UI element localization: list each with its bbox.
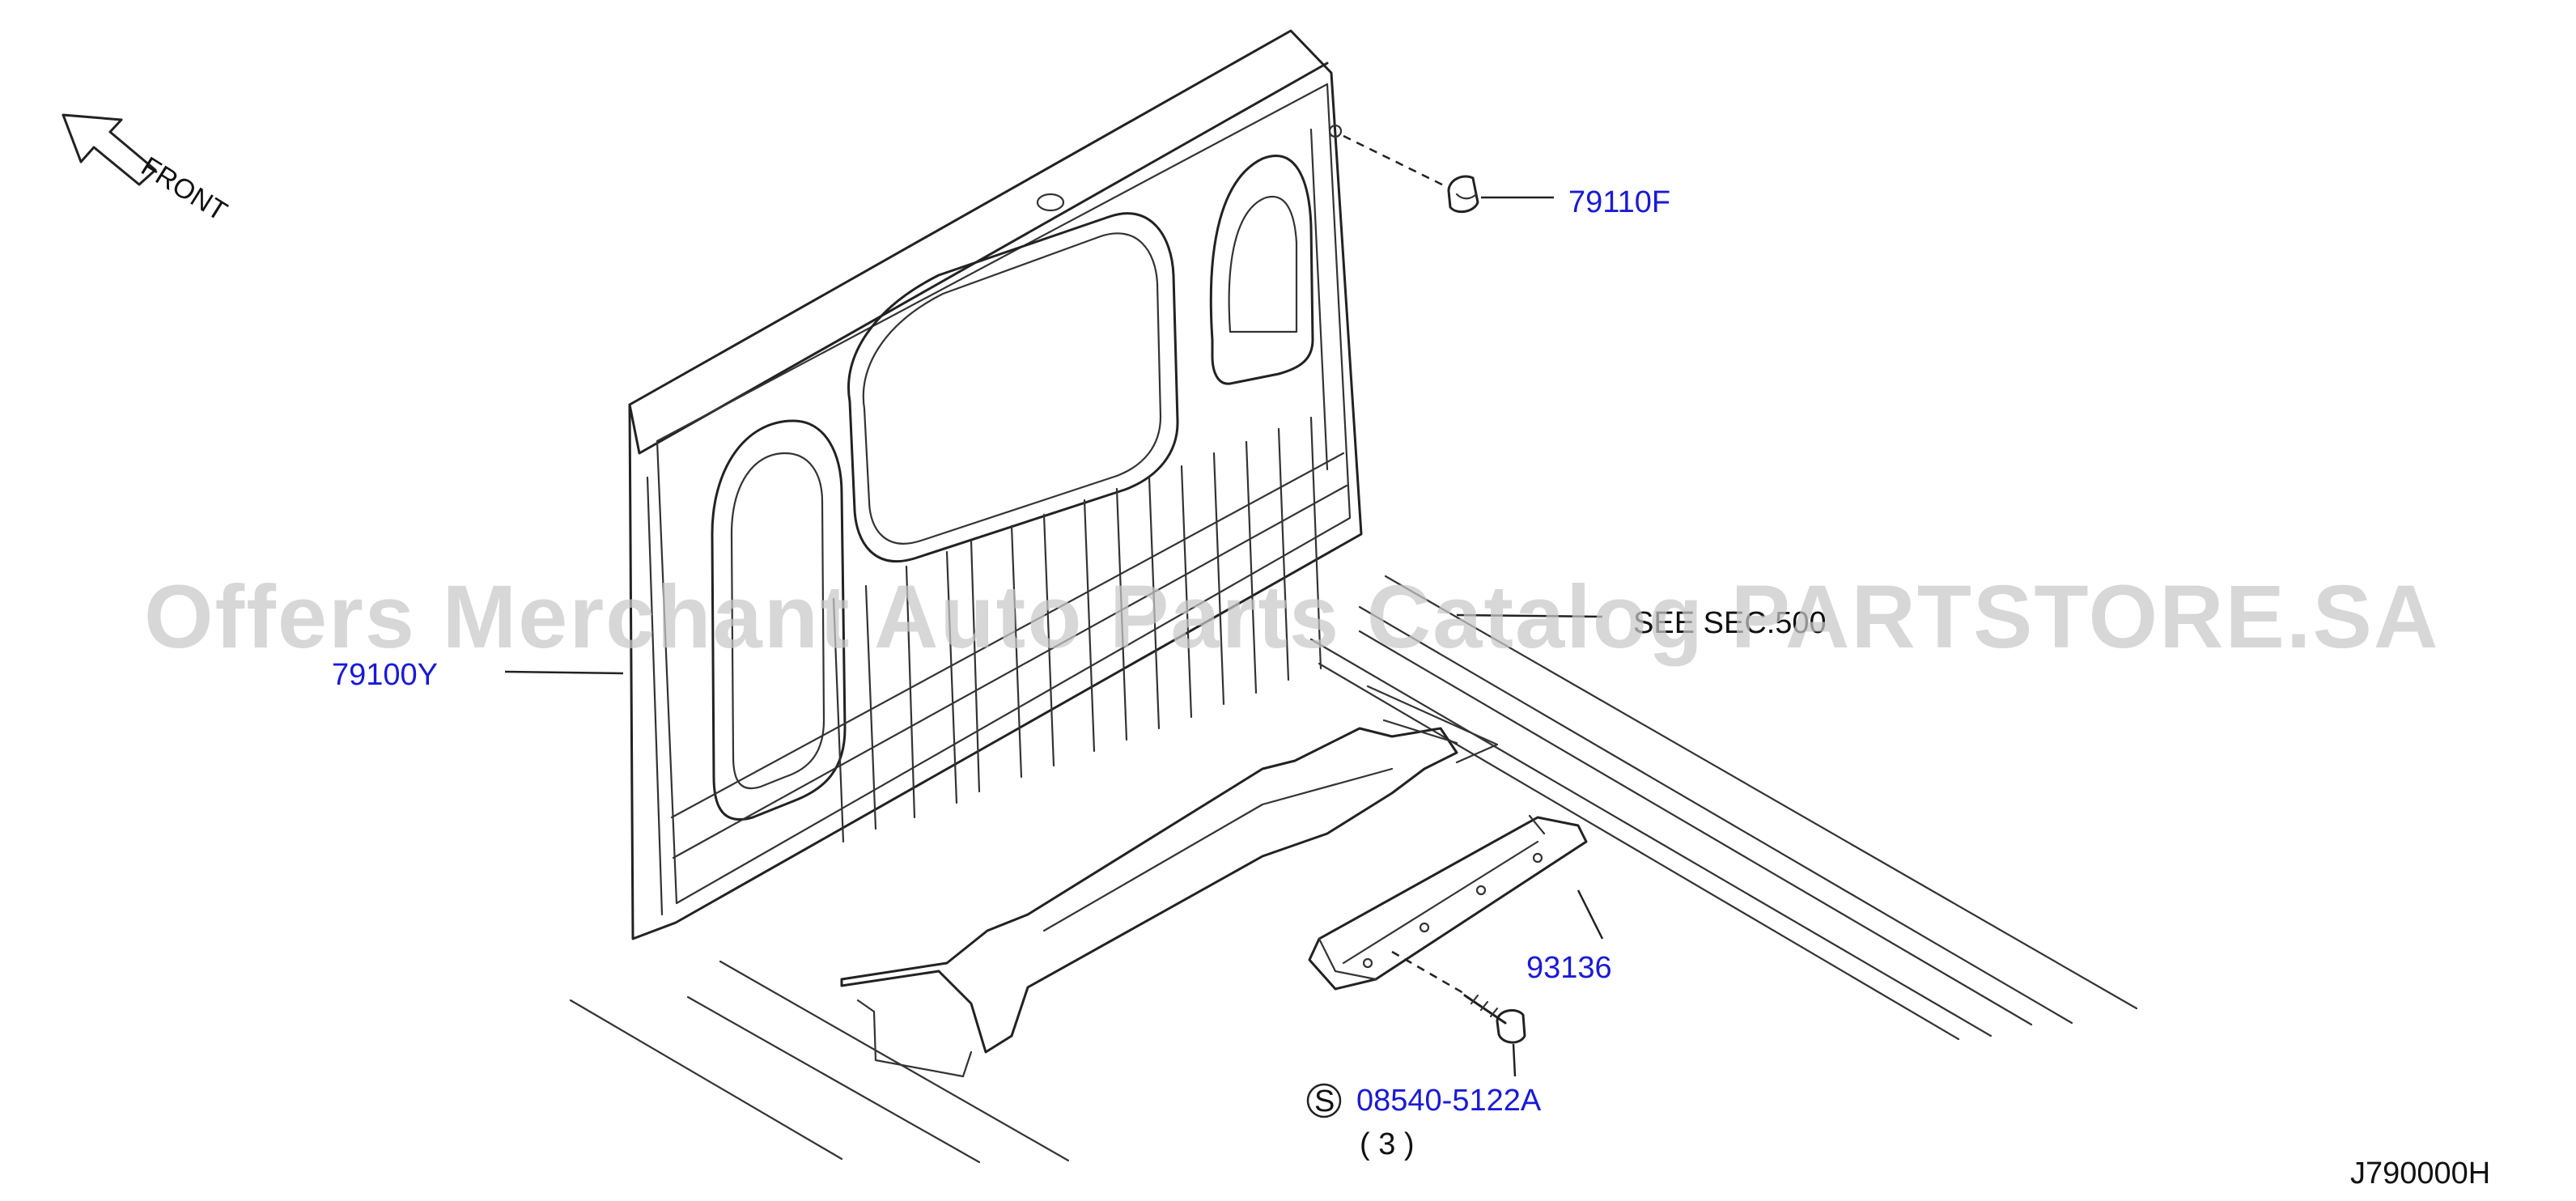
standard-part-symbol-icon [1306, 1083, 1342, 1118]
bed-floor-lines [569, 575, 2138, 1164]
standard-part-symbol: S [1314, 1084, 1335, 1118]
bracket-drawing [1308, 814, 1588, 991]
bolt-quantity: ( 3 ) [1360, 1127, 1415, 1161]
diagram-code: J790000H [2350, 1156, 2490, 1190]
leader-panel [504, 670, 624, 675]
leader-see-section [1456, 613, 1603, 618]
back-panel-drawing [628, 29, 1363, 940]
clip-icon [1447, 175, 1479, 214]
leader-bolt [1512, 1043, 1517, 1077]
part-79110F-link[interactable]: 79110F [1568, 185, 1670, 219]
watermark: Offers Merchant Auto Parts Catalog PARTS… [144, 567, 2439, 667]
front-arrow-icon [62, 113, 157, 186]
leader-bracket [1577, 889, 1604, 940]
part-08540-5122A-link[interactable]: 08540-5122A [1356, 1084, 1542, 1118]
bolt-icon [1463, 994, 1526, 1044]
panel-ribs [832, 416, 1322, 843]
cross-member-drawing [840, 685, 1499, 1078]
see-section-label[interactable]: SEE SEC.500 [1633, 606, 1827, 640]
part-93136-link[interactable]: 93136 [1526, 951, 1612, 985]
front-label: FRONT [136, 151, 232, 227]
part-79100Y-link[interactable]: 79100Y [332, 658, 438, 692]
